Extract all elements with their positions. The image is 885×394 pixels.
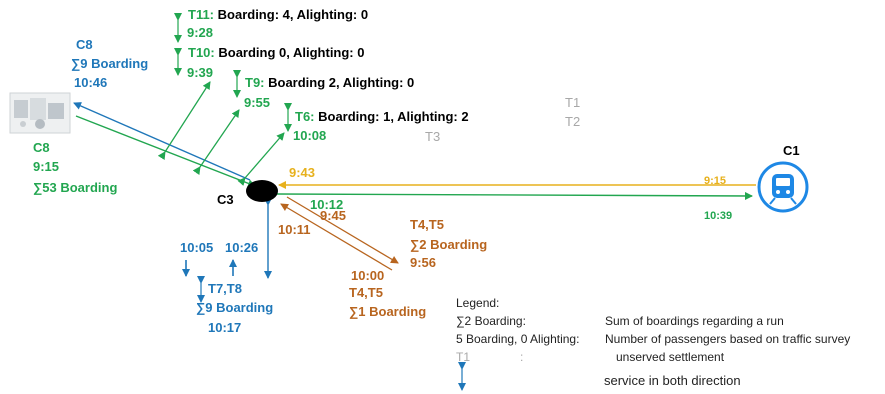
t6-time: 10:08 [293,128,327,143]
t6-id: T6: [295,109,315,124]
south-trips: T7,T8 [208,281,242,296]
t9-time: 9:55 [244,95,271,110]
south-time-down: 10:05 [180,240,214,255]
route-t10 [192,109,240,176]
south-boarding: ∑9 Boarding [196,300,274,315]
c8-blue-stop: C8 [76,37,93,52]
legend-row3-value: unserved settlement [616,350,725,364]
t10-label: T10: Boarding 0, Alighting: 0 [188,45,364,61]
route-c3-to-c1-green [276,191,753,200]
orange-left-trips: T4,T5 [349,285,383,300]
t10-text: Boarding 0, Alighting: 0 [218,45,365,60]
orange-left-near-time: 10:11 [278,222,311,237]
south-time: 10:17 [208,320,242,335]
t9-id: T9: [245,75,265,90]
c3-node [246,180,278,202]
legend-title: Legend: [456,296,500,310]
orange-right-near-time: 9:45 [320,208,347,223]
t9-text: Boarding 2, Alighting: 0 [268,75,415,90]
orange-right-time: 9:56 [410,255,437,270]
route-t11 [157,81,211,161]
green-time: 10:12 [310,197,344,212]
route-t4-t5-out [286,196,399,264]
orange-right-trips: T4,T5 [410,217,444,232]
unserved-t1: T1 [565,95,581,110]
legend-row2-value: Number of passengers based on traffic su… [605,332,851,346]
legend-row2-key: 5 Boarding, 0 Alighting: [456,332,580,346]
t11-time: 9:28 [187,25,214,40]
c1-label: C1 [783,143,800,158]
yellow-time: 9:43 [289,165,316,180]
c8-blue-time: 10:46 [74,75,108,90]
t11-label: T11: Boarding: 4, Alighting: 0 [188,7,368,23]
c8-photo-icon [9,92,71,134]
t9-label: T9: Boarding 2, Alighting: 0 [245,75,414,91]
c8-green-time: 9:15 [33,159,60,174]
route-t4-t5-in [280,203,393,271]
c3-label: C3 [217,192,234,207]
orange-right-boarding: ∑2 Boarding [410,237,488,252]
c1-time-in: 9:15 [704,175,727,187]
c1-time-out: 10:39 [704,210,733,222]
route-c3-to-c8-blue [73,102,251,181]
c8-green-boarding: ∑53 Boarding [33,180,118,195]
legend-row1-key: ∑2 Boarding: [456,314,526,328]
t11-text: Boarding: 4, Alighting: 0 [217,7,369,22]
unserved-t2: T2 [565,114,581,129]
c8-blue-boarding: ∑9 Boarding [71,56,149,71]
t6-label: T6: Boarding: 1, Alighting: 2 [295,109,469,125]
legend-row3-key: T1 [456,350,471,364]
legend-row1-value: Sum of boardings regarding a run [605,314,784,328]
legend-row4-value: service in both direction [604,373,741,388]
t10-time: 9:39 [187,65,214,80]
c8-green-stop: C8 [33,140,50,155]
c1-train-icon [757,161,809,213]
south-time-up: 10:26 [225,240,259,255]
route-t6 [237,132,285,186]
legend-row3-sep: : [520,350,524,364]
t6-text: Boarding: 1, Alighting: 2 [318,109,469,124]
t11-id: T11: [188,7,215,22]
unserved-t3: T3 [425,129,441,144]
orange-left-time: 10:00 [351,268,385,283]
t10-id: T10: [188,45,215,60]
orange-left-boarding: ∑1 Boarding [349,304,427,319]
